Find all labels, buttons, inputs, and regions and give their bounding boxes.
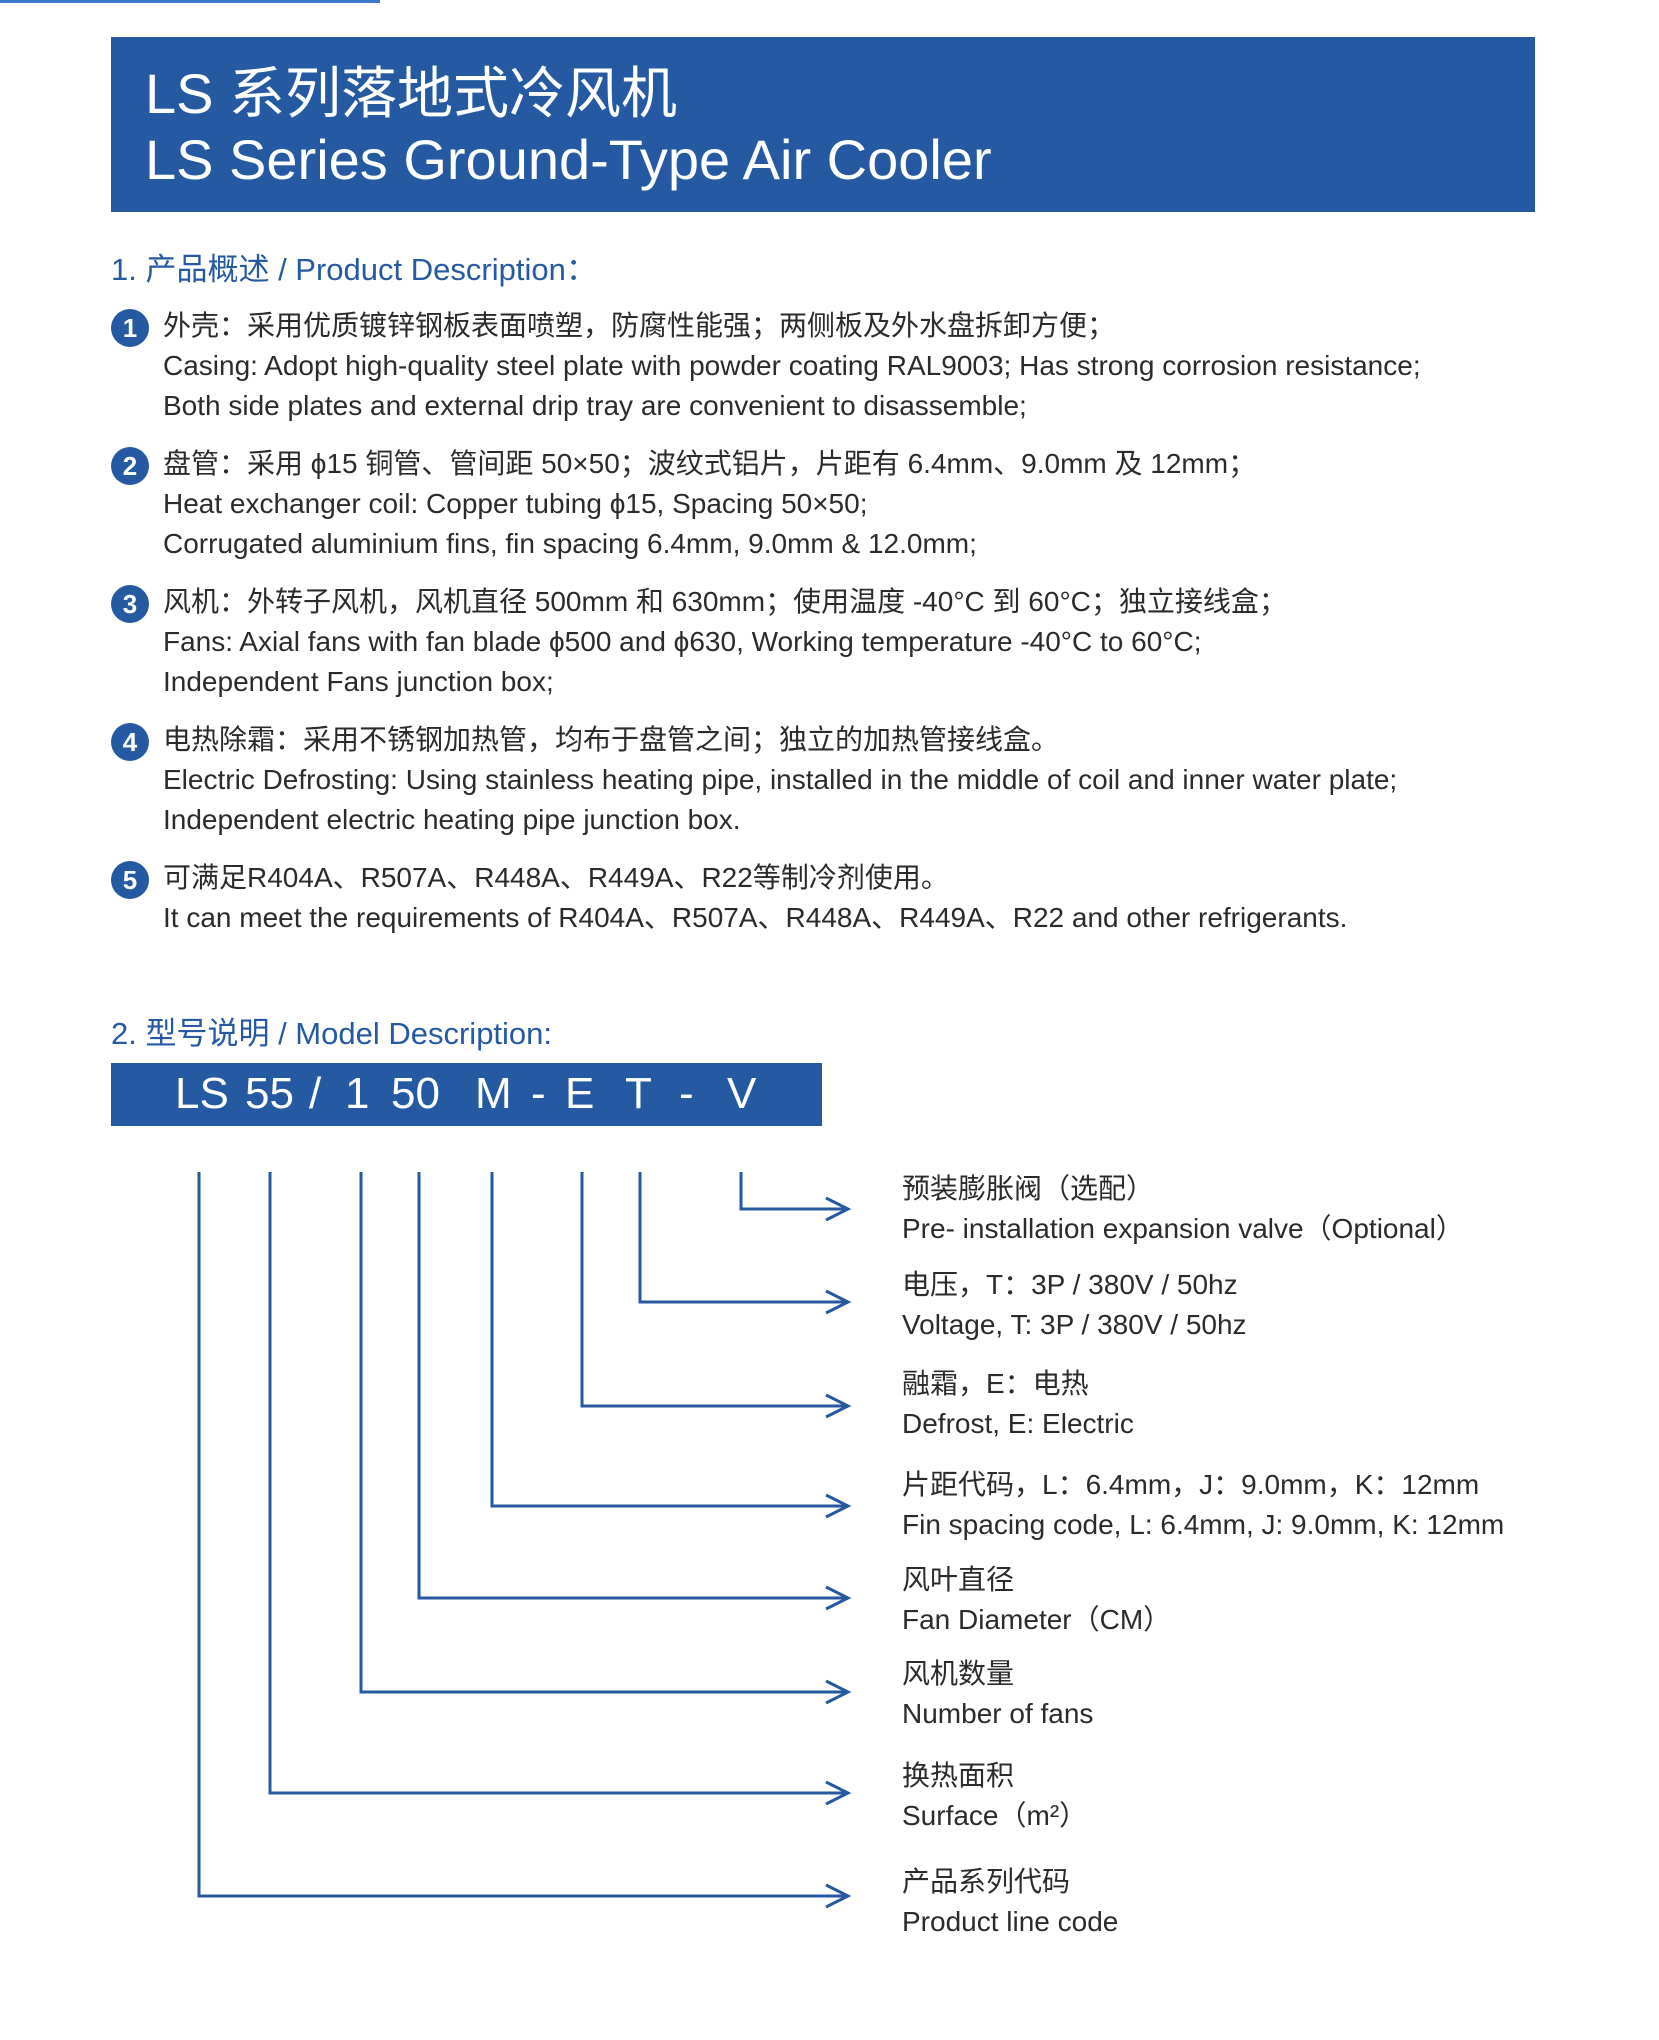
- connector-line-defrost: [580, 1172, 848, 1408]
- label-fin-spacing: 片距代码，L：6.4mm，J：9.0mm，K：12mm Fin spacing …: [902, 1465, 1504, 1545]
- item-line-en: Corrugated aluminium fins, fin spacing 6…: [163, 528, 977, 559]
- connector-line-fan-count: [359, 1172, 848, 1694]
- title-chinese: LS 系列落地式冷风机: [145, 62, 678, 125]
- connector-line-voltage: [638, 1172, 848, 1304]
- code-part-fan-count: 1: [345, 1069, 370, 1118]
- code-part-dash: -: [679, 1069, 694, 1118]
- item-line-en: It can meet the requirements of R404A、R5…: [163, 902, 1348, 933]
- section-heading-product-description: 1. 产品概述 / Product Description：: [111, 252, 597, 287]
- code-part-dash: -: [531, 1069, 546, 1118]
- code-part-valve: V: [727, 1069, 757, 1118]
- item-line-en: Casing: Adopt high-quality steel plate w…: [163, 350, 1421, 381]
- connector-line-valve: [739, 1172, 848, 1211]
- label-cn: 换热面积: [902, 1760, 1015, 1791]
- arrowhead-icon: [825, 1585, 852, 1611]
- number-badge: 5: [111, 861, 149, 899]
- item-line-cn: 电热除霜：采用不锈钢加热管，均布于盘管之间；独立的加热管接线盒。: [163, 724, 1060, 755]
- code-part-series: LS: [175, 1069, 229, 1118]
- number-badge: 3: [111, 585, 149, 623]
- item-line-en: Independent electric heating pipe juncti…: [163, 804, 741, 835]
- arrowhead-icon: [825, 1289, 852, 1315]
- label-en: Defrost, E: Electric: [902, 1408, 1134, 1439]
- code-part-voltage: T: [625, 1069, 652, 1118]
- label-surface: 换热面积 Surface（m²）: [902, 1756, 1087, 1836]
- label-en: Pre- installation expansion valve（Option…: [902, 1213, 1464, 1244]
- connector-line-fin-spacing: [490, 1172, 848, 1508]
- label-cn: 电压，T：3P / 380V / 50hz: [902, 1269, 1238, 1300]
- item-line-en: Heat exchanger coil: Copper tubing ϕ15, …: [163, 488, 868, 519]
- label-en: Number of fans: [902, 1698, 1094, 1729]
- code-part-fan-diameter: 50: [391, 1069, 440, 1118]
- number-badge: 1: [111, 309, 149, 347]
- arrowhead-icon: [825, 1196, 852, 1222]
- arrowhead-icon: [825, 1780, 852, 1806]
- number-badge: 2: [111, 447, 149, 485]
- model-code-bar: LS 55 / 1 50 M - E T - V: [111, 1063, 822, 1126]
- label-cn: 风叶直径: [902, 1564, 1015, 1595]
- label-cn: 产品系列代码: [902, 1866, 1071, 1897]
- label-en: Voltage, T: 3P / 380V / 50hz: [902, 1309, 1247, 1340]
- label-expansion-valve: 预装膨胀阀（选配） Pre- installation expansion va…: [902, 1169, 1464, 1249]
- label-cn: 片距代码，L：6.4mm，J：9.0mm，K：12mm: [902, 1469, 1480, 1500]
- label-fan-diameter: 风叶直径 Fan Diameter（CM）: [902, 1560, 1171, 1640]
- top-accent-line: [0, 0, 380, 3]
- connector-line-surface: [268, 1172, 848, 1795]
- arrowhead-icon: [825, 1493, 852, 1519]
- item-line-en: Fans: Axial fans with fan blade ϕ500 and…: [163, 626, 1202, 657]
- connector-line-fan-diameter: [417, 1172, 848, 1600]
- section-heading-model-description: 2. 型号说明 / Model Description:: [111, 1016, 553, 1051]
- title-banner: LS 系列落地式冷风机 LS Series Ground-Type Air Co…: [111, 37, 1535, 212]
- label-cn: 预装膨胀阀（选配）: [902, 1173, 1155, 1204]
- code-part-fin-spacing: M: [475, 1069, 512, 1118]
- label-fan-count: 风机数量 Number of fans: [902, 1654, 1093, 1734]
- label-cn: 风机数量: [902, 1658, 1015, 1689]
- item-line-cn: 外壳：采用优质镀锌钢板表面喷塑，防腐性能强；两侧板及外水盘拆卸方便；: [163, 310, 1116, 341]
- label-en: Fan Diameter（CM）: [902, 1604, 1172, 1635]
- number-badge: 4: [111, 723, 149, 761]
- label-en: Fin spacing code, L: 6.4mm, J: 9.0mm, K:…: [902, 1509, 1505, 1540]
- label-cn: 融霜，E：电热: [902, 1368, 1089, 1399]
- label-en: Product line code: [902, 1906, 1119, 1937]
- item-line-cn: 可满足R404A、R507A、R448A、R449A、R22等制冷剂使用。: [163, 862, 949, 893]
- code-part-defrost: E: [565, 1069, 595, 1118]
- item-line-en: Both side plates and external drip tray …: [163, 390, 1027, 421]
- arrowhead-icon: [825, 1883, 852, 1909]
- item-line-en: Independent Fans junction box;: [163, 666, 554, 697]
- item-line-en: Electric Defrosting: Using stainless hea…: [163, 764, 1398, 795]
- title-english: LS Series Ground-Type Air Cooler: [145, 128, 992, 191]
- label-defrost: 融霜，E：电热 Defrost, E: Electric: [902, 1364, 1134, 1444]
- code-part-slash: /: [309, 1069, 322, 1118]
- arrowhead-icon: [825, 1393, 852, 1419]
- connector-line-series: [197, 1172, 848, 1898]
- label-product-line: 产品系列代码 Product line code: [902, 1862, 1118, 1942]
- item-line-cn: 风机：外转子风机，风机直径 500mm 和 630mm；使用温度 -40°C 到…: [163, 586, 1287, 617]
- code-part-surface: 55: [245, 1069, 294, 1118]
- label-en: Surface（m²）: [902, 1800, 1088, 1831]
- arrowhead-icon: [825, 1679, 852, 1705]
- item-line-cn: 盘管：采用 ϕ15 铜管、管间距 50×50；波纹式铝片，片距有 6.4mm、9…: [163, 448, 1257, 479]
- label-voltage: 电压，T：3P / 380V / 50hz Voltage, T: 3P / 3…: [902, 1265, 1247, 1345]
